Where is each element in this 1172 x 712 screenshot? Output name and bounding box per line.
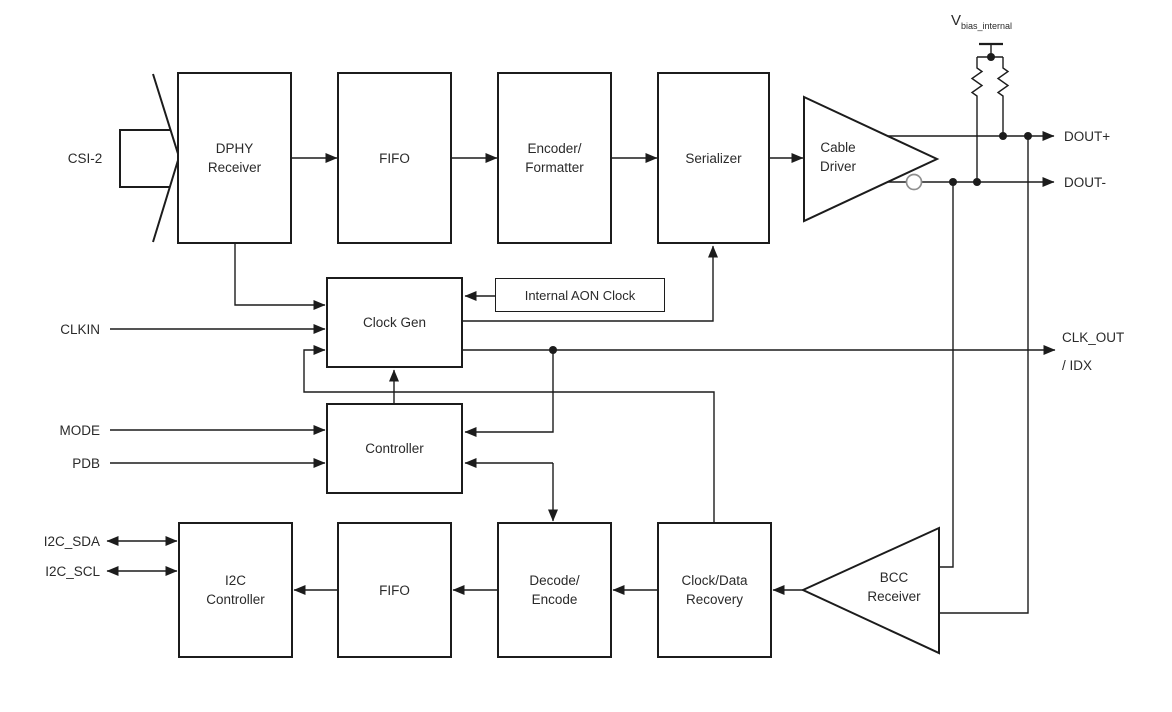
vbias-subscript: bias_internal: [961, 21, 1013, 31]
block-label: FIFO: [379, 582, 410, 598]
block-label: FIFO: [379, 150, 410, 166]
wire-doutminus-to-bcc: [939, 182, 954, 568]
block-serializer: Serializer: [657, 72, 770, 244]
block-clock-data-recovery: Clock/Data Recovery: [657, 522, 772, 658]
vbias-base: V: [951, 12, 962, 29]
csi2-input-arrow: [119, 73, 181, 243]
port-label-pdb: PDB: [72, 456, 100, 471]
junction-dots: [549, 53, 1032, 354]
bcc-receiver-label: BCC Receiver: [867, 570, 921, 604]
wire-clockgen-to-controller: [464, 350, 554, 437]
block-controller: Controller: [326, 403, 463, 494]
block-i2c-controller: I2C Controller: [178, 522, 293, 658]
wire-dphy-to-clockgen: [234, 244, 326, 310]
junction-dot: [973, 178, 981, 186]
port-label-mode: MODE: [59, 423, 101, 438]
cable-driver-triangle: [803, 95, 940, 223]
block-label: Clock/Data Recovery: [681, 573, 748, 607]
block-label: Encoder/ Formatter: [525, 141, 584, 175]
block-internal-aon-clock: Internal AON Clock: [495, 278, 665, 312]
wire-clockgen-to-serializer: [463, 245, 718, 322]
block-fifo-bottom: FIFO: [337, 522, 452, 658]
inverter-bubble: [905, 173, 923, 191]
port-label-vbias: Vbias_internal: [951, 12, 1012, 31]
port-label-idx: / IDX: [1062, 358, 1093, 373]
junction-dot: [999, 132, 1007, 140]
wire-cdr-to-clockgen: [303, 345, 715, 522]
block-label: Clock Gen: [362, 315, 427, 330]
port-label-dout-minus: DOUT-: [1064, 175, 1106, 190]
block-encoder-formatter: Encoder/ Formatter: [497, 72, 612, 244]
bcc-receiver-triangle: [800, 526, 940, 655]
wire-doutplus-to-bcc: [939, 136, 1029, 614]
resistor-right: [996, 57, 1010, 136]
block-label: Controller: [365, 441, 424, 456]
junction-dot: [549, 346, 557, 354]
csi2-arrow-tail: [119, 129, 170, 188]
port-label-dout-plus: DOUT+: [1064, 129, 1111, 144]
block-decode-encode: Decode/ Encode: [497, 522, 612, 658]
block-dphy-receiver: DPHY Receiver: [177, 72, 292, 244]
port-label-clk-out: CLK_OUT: [1062, 330, 1125, 345]
junction-dot: [949, 178, 957, 186]
port-label-i2c-sda: I2C_SDA: [43, 534, 100, 549]
block-label: Serializer: [685, 150, 742, 166]
block-label: DPHY Receiver: [207, 141, 262, 175]
block-label: I2C Controller: [206, 573, 265, 607]
csi2-arrow-chevron: [152, 73, 181, 243]
port-label-clkin: CLKIN: [60, 322, 100, 337]
block-fifo-top: FIFO: [337, 72, 452, 244]
block-label: Decode/ Encode: [529, 573, 580, 607]
block-clock-gen: Clock Gen: [326, 277, 463, 368]
resistor-left: [970, 57, 984, 182]
junction-dot: [1024, 132, 1032, 140]
junction-dot: [987, 53, 995, 61]
cable-driver-label: Cable Driver: [820, 140, 856, 174]
block-label: Internal AON Clock: [524, 287, 636, 303]
port-label-csi2: CSI-2: [67, 151, 103, 166]
port-label-i2c-scl: I2C_SCL: [45, 564, 100, 579]
